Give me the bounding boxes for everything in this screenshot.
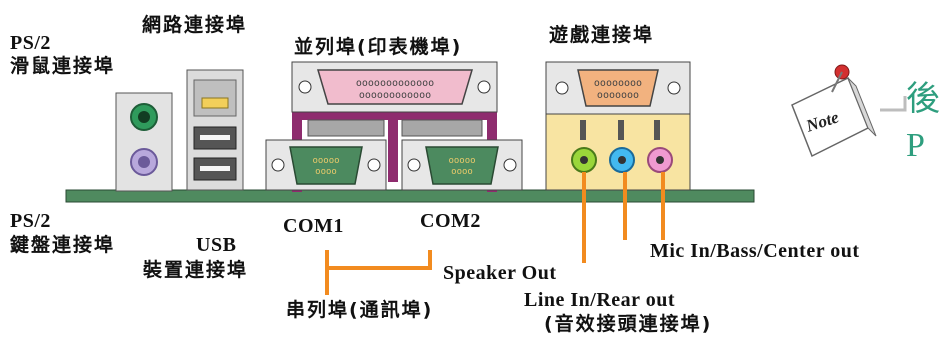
game-label: 遊戲連接埠 (549, 24, 655, 46)
svg-text:ooooo: ooooo (312, 156, 339, 166)
serial-label: 串列埠(通訊埠) (286, 299, 434, 321)
svg-text:ooooooo: ooooooo (597, 90, 639, 101)
network-label: 網路連接埠 (142, 14, 248, 36)
motherboard-edge (65, 189, 755, 203)
svg-text:oooo: oooo (451, 167, 473, 177)
com2-label: COM2 (420, 210, 481, 232)
ps2-keyboard-label-en: PS/2 (10, 210, 51, 232)
game-port: oooooooo ooooooo (545, 61, 691, 115)
svg-text:oooooooo: oooooooo (594, 78, 642, 89)
speaker-out-label: Speaker Out (443, 262, 557, 284)
note-icon (791, 64, 907, 158)
line-in-label: Line In/Rear out (524, 289, 675, 311)
parallel-port: ooooooooooooo oooooooooooo (291, 61, 498, 113)
svg-text:ooooooooooooo: ooooooooooooo (356, 78, 434, 89)
usb-label-zh: 裝置連接埠 (143, 259, 249, 281)
parallel-label: 並列埠(印表機埠) (294, 36, 463, 58)
note-text-line2: P (906, 127, 925, 164)
ps2-mouse-label-zh: 滑鼠連接埠 (10, 55, 116, 77)
usb-label-en: USB (196, 234, 237, 256)
svg-text:oooo: oooo (315, 167, 337, 177)
lan-usb-block (186, 69, 244, 191)
audio-jack-block (545, 113, 691, 191)
ps2-connector-block (115, 92, 173, 192)
com2-port: ooooo oooo (401, 139, 523, 191)
leader-lines (325, 172, 665, 295)
note-text-line1: 後 (906, 81, 940, 118)
com1-port: ooooo oooo (265, 139, 387, 191)
com1-label: COM1 (283, 215, 344, 237)
svg-text:ooooo: ooooo (448, 156, 475, 166)
ps2-keyboard-label-zh: 鍵盤連接埠 (10, 234, 116, 256)
ps2-mouse-label-en: PS/2 (10, 32, 51, 54)
audio-ports-label: (音效接頭連接埠) (544, 313, 713, 335)
svg-text:oooooooooooo: oooooooooooo (359, 90, 431, 101)
mic-in-label: Mic In/Bass/Center out (650, 240, 860, 262)
